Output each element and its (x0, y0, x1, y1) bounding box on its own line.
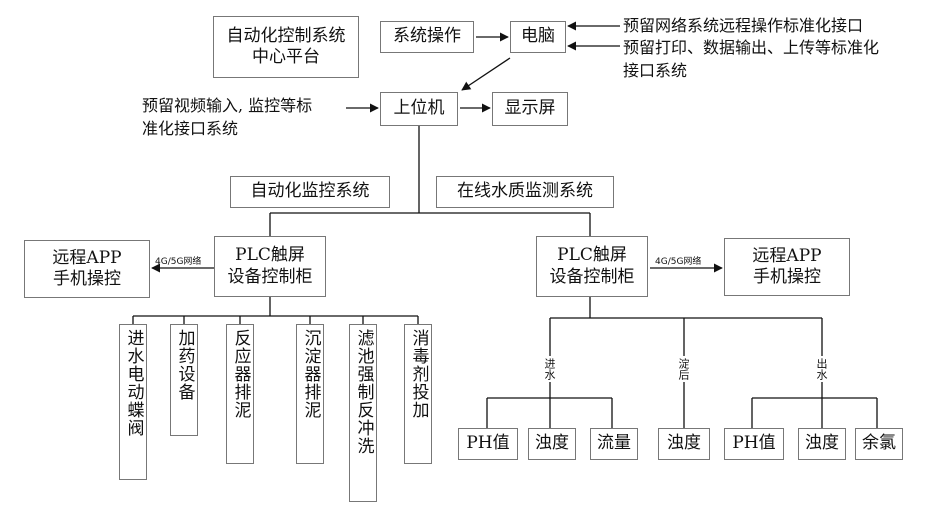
device-label: 进水电动蝶阀 (123, 329, 144, 437)
device-reactor-sludge: 反应器排泥 (226, 324, 254, 464)
device-settler-sludge: 沉淀器排泥 (296, 324, 324, 464)
device-filter-backwash: 滤池强制反冲洗 (349, 324, 377, 502)
device-label: 加药设备 (174, 329, 195, 401)
param-outlet-ph: PH值 (724, 428, 784, 460)
plc-cabinet-right: PLC触屏 设备控制柜 (536, 236, 648, 297)
computer-box: 电脑 (510, 21, 566, 53)
param-inlet-flow: 流量 (590, 428, 638, 460)
remote-interface-note: 预留网络系统远程操作标准化接口 (623, 16, 864, 35)
device-label: 消毒剂投加 (408, 329, 429, 419)
arrow-computer-to-host (461, 57, 511, 91)
device-label: 反应器排泥 (230, 329, 251, 419)
param-outlet-chlorine: 余氯 (855, 428, 903, 460)
video-interface-note: 预留视频输入, 监控等标 准化接口系统 (142, 96, 313, 139)
remote-app-right: 远程APP 手机操控 (724, 238, 850, 296)
device-label: 沉淀器排泥 (300, 329, 321, 419)
device-dosing-equipment: 加药设备 (170, 324, 198, 436)
device-inlet-valve: 进水电动蝶阀 (119, 324, 147, 480)
network-label-right: 4G/5G网络 (655, 257, 702, 267)
param-inlet-ph: PH值 (458, 428, 518, 460)
display-screen-box: 显示屏 (492, 92, 568, 126)
water-quality-system-box: 在线水质监测系统 (436, 176, 614, 208)
plc-cabinet-left: PLC触屏 设备控制柜 (214, 236, 326, 297)
group-label-outlet: 出水 (815, 356, 828, 382)
auto-monitor-system-box: 自动化监控系统 (230, 176, 390, 208)
print-interface-note: 预留打印、数据输出、上传等标准化 接口系统 (623, 38, 880, 81)
system-operation-box: 系统操作 (380, 21, 474, 53)
group-label-sediment: 淀后 (677, 356, 690, 382)
param-sediment-turbidity: 浊度 (658, 428, 710, 460)
network-label-left: 4G/5G网络 (155, 257, 202, 267)
group-label-inlet: 进水 (543, 356, 556, 382)
remote-app-left: 远程APP 手机操控 (24, 240, 150, 298)
param-outlet-turbidity: 浊度 (798, 428, 846, 460)
device-label: 滤池强制反冲洗 (353, 329, 374, 455)
platform-box: 自动化控制系统 中心平台 (213, 16, 359, 78)
param-inlet-turbidity: 浊度 (528, 428, 576, 460)
device-disinfectant-dosing: 消毒剂投加 (404, 324, 432, 464)
host-computer-box: 上位机 (380, 92, 458, 126)
